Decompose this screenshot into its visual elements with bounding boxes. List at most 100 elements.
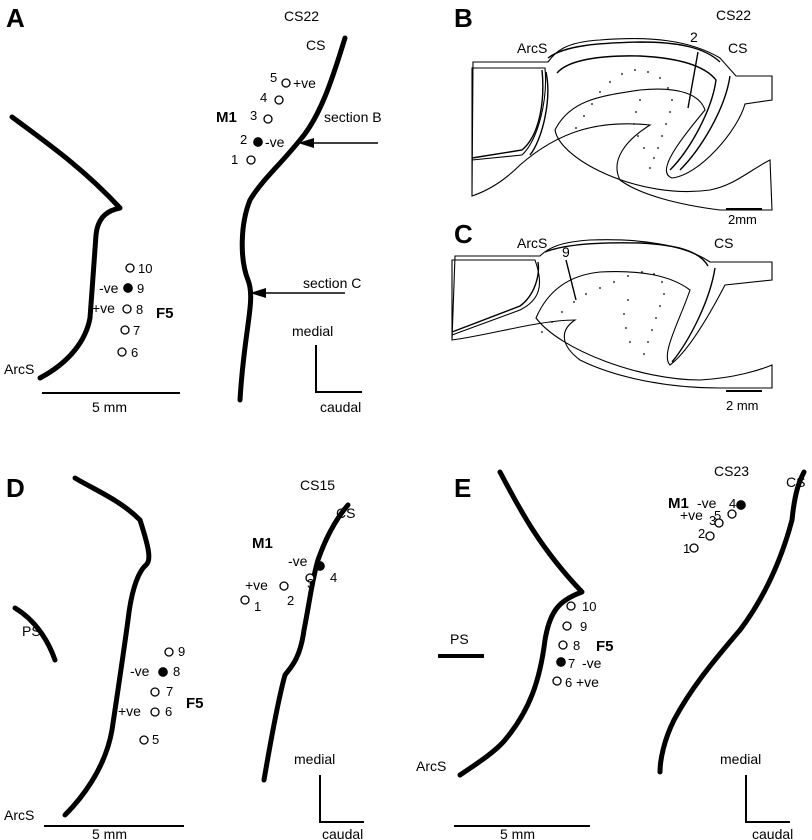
panel-b-case: CS22 [716, 7, 751, 23]
cortex-section-b [471, 38, 773, 211]
caudal-label-e: caudal [752, 826, 793, 840]
section-c-label: section C [303, 275, 361, 291]
panel-e: E CS23 CS PS ArcS M1 +ve 5 -ve 4 3 2 1 1… [416, 463, 807, 840]
site-8-label: 8 [136, 302, 143, 317]
site-label-c: 9 [562, 244, 570, 260]
stim-site-8-e [558, 640, 568, 650]
site-7-label-d: 7 [166, 684, 173, 699]
medial-label-e: medial [720, 751, 761, 767]
site-4-label: 4 [260, 90, 267, 105]
panel-e-case: CS23 [714, 463, 749, 479]
site-5-response-e: +ve [680, 507, 703, 523]
stim-site-4 [274, 95, 284, 105]
orientation-axes-e [745, 775, 790, 823]
stim-site-5-d [139, 735, 149, 745]
cortex-depth-b [529, 55, 717, 171]
orientation-axes-d [319, 775, 364, 823]
site-7-response-e: -ve [582, 655, 602, 671]
site-5-response: +ve [293, 75, 316, 91]
stim-site-2-e [705, 531, 715, 541]
arcs-sulcus-a [9, 114, 123, 381]
stim-site-4-e [736, 500, 746, 510]
stim-site-10-e [566, 601, 576, 611]
stim-site-7-e [556, 657, 566, 667]
stim-site-8 [122, 304, 132, 314]
site-3-label-d: 3 [307, 576, 314, 591]
f5-label-e: F5 [596, 638, 614, 655]
site-2-response: -ve [265, 134, 285, 150]
cs-sulcus-a [237, 35, 348, 403]
site-9-label-e: 9 [580, 619, 587, 634]
arcs-sulcus-d [62, 475, 152, 818]
site-5-label: 5 [270, 70, 277, 85]
site-5-label-e: 5 [714, 508, 721, 523]
panel-b: B CS22 ArcS CS 2 2mm [454, 3, 773, 227]
scale-label-d: 5 mm [92, 826, 127, 840]
site-8-label-e: 8 [573, 638, 580, 653]
stim-site-6 [117, 347, 127, 357]
stim-site-2 [253, 137, 263, 147]
arcs-sulcus-e [457, 469, 585, 778]
layer-dots-b [575, 69, 673, 169]
stim-site-3 [263, 114, 273, 124]
site-6-response-e: +ve [576, 674, 599, 690]
scale-label-c: 2 mm [726, 398, 759, 413]
panel-d-label: D [6, 473, 25, 503]
site-2-pointer-b [687, 51, 699, 109]
site-6-label: 6 [131, 345, 138, 360]
sulcus-groove-b [471, 41, 731, 171]
stim-site-7 [120, 325, 130, 335]
stim-site-7-d [150, 687, 160, 697]
cs-sulcus-e [657, 469, 807, 775]
stim-site-6-d [150, 707, 160, 717]
stim-site-9 [123, 283, 133, 293]
arcs-label-e: ArcS [416, 758, 446, 774]
stim-site-9-d [164, 647, 174, 657]
panel-b-label: B [454, 3, 473, 33]
ps-label-e: PS [450, 631, 469, 647]
site-6-label-e: 6 [565, 675, 572, 690]
panel-c-label: C [454, 219, 473, 249]
site-3-label-e: 3 [709, 513, 716, 528]
site-9-label: 9 [137, 281, 144, 296]
stim-site-5 [281, 78, 291, 88]
site-7-label: 7 [133, 323, 140, 338]
panel-c: C ArcS CS 9 2 mm [451, 219, 773, 413]
site-1-label: 1 [231, 152, 238, 167]
ps-sulcus-d [12, 605, 58, 663]
site-2-label: 2 [240, 132, 247, 147]
site-9-label-d: 9 [178, 644, 185, 659]
stim-site-3-e [714, 518, 724, 528]
site-4-label-e: 4 [729, 496, 736, 511]
stim-site-3-d [305, 573, 315, 583]
panel-a-case: CS22 [284, 8, 319, 24]
stim-site-1-d [240, 595, 250, 605]
medial-label-a: medial [292, 323, 333, 339]
sulcus-groove-c [451, 242, 716, 363]
site-6-label-d: 6 [165, 704, 172, 719]
f5-label-a: F5 [156, 305, 174, 322]
site-9-pointer-c [565, 259, 577, 301]
site-4-response-d: -ve [288, 553, 308, 569]
stim-site-2-d [279, 581, 289, 591]
site-7-label-e: 7 [568, 656, 575, 671]
orientation-axes-a [315, 345, 362, 393]
scale-label-e: 5 mm [500, 826, 535, 840]
site-10-label-e: 10 [582, 599, 596, 614]
site-4-label-d: 4 [330, 570, 337, 585]
site-6-response-d: +ve [118, 703, 141, 719]
panel-e-label: E [454, 473, 471, 503]
site-8-response: +ve [92, 300, 115, 316]
cs-label-b: CS [728, 40, 747, 56]
scale-label-b: 2mm [728, 212, 757, 227]
section-b-label: section B [324, 109, 382, 125]
site-2-label-e: 2 [698, 526, 705, 541]
cs-label-c: CS [714, 235, 733, 251]
layer-dots-c [541, 271, 665, 355]
site-4-response-e: -ve [697, 495, 717, 511]
site-2-response-d: +ve [245, 577, 268, 593]
caudal-label-d: caudal [322, 826, 363, 840]
panel-d: D CS15 CS PS ArcS M1 -ve 4 3 +ve 2 1 9 -… [4, 473, 364, 840]
m1-label-d: M1 [252, 535, 273, 552]
